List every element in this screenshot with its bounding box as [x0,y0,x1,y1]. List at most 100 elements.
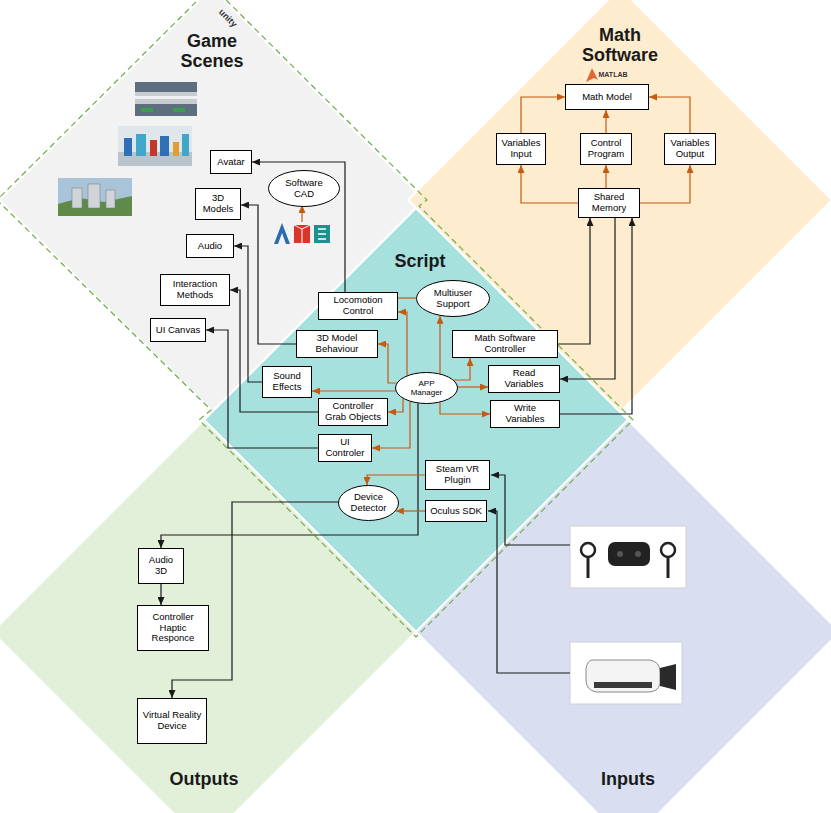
headset-band [594,682,652,688]
box-label: Steam VR Plugin [430,464,485,486]
box-label: Variables Output [669,138,711,160]
region-fill [0,420,416,813]
machine [150,140,157,156]
pipe-highlight [135,96,197,99]
process-box: Math Model [565,84,649,110]
box-label: Device Detector [346,492,391,514]
process-box: Variables Output [664,133,716,165]
process-box: Oculus SDK [425,500,487,522]
box-label: APP Manager [403,379,450,397]
screen-button [173,108,185,112]
box-label: Software CAD [276,178,332,200]
connector-arrow [398,297,416,298]
box-label: Controller Grab Objects [323,401,383,423]
connector-arrow [396,510,425,511]
ellipse-shape [417,281,490,317]
box-label: UI Controler [323,437,367,459]
box-label: 3D Models [200,193,236,215]
box-label: Interaction Methods [165,279,225,301]
process-ellipse: APP Manager [395,372,458,404]
controller [661,543,675,557]
process-box: Avatar [210,150,252,174]
box-label: Oculus SDK [430,506,482,517]
region-fill [0,0,424,412]
cad-logo-stripes [318,229,326,239]
process-box: 3D Models [195,188,241,220]
process-box: Shared Memory [578,188,640,218]
box-label: Avatar [217,157,244,168]
process-box: Controller Grab Objects [318,398,388,426]
box-label: UI Canvas [156,325,200,336]
cad-logo [294,225,310,243]
logo-text: MATLAB [598,71,627,78]
box-label: Virtual Reality Device [142,710,202,732]
headset-sensor [617,551,623,557]
ellipse-shape [396,373,458,404]
box-label: Multiuser Support [424,288,482,310]
photo-frame [570,642,682,704]
process-box: Control Program [580,133,632,165]
process-box: UI Canvas [150,318,206,342]
region-heading: Outputs [159,770,249,790]
box-label: Read Variables [493,368,555,390]
region-heading: Inputs [588,770,668,790]
box-label: Audio [198,241,222,252]
process-box: Math Software Controller [452,330,558,358]
process-box: Steam VR Plugin [425,460,490,490]
screenshot-plant [118,126,192,166]
process-box: Read Variables [488,365,560,393]
headset-strap [660,664,676,690]
headset [608,542,650,566]
box-label: Shared Memory [583,192,635,214]
headset [586,660,660,692]
process-box: Locomotion Control [318,292,398,320]
tank [106,190,115,208]
controller [581,543,595,557]
region-fill [408,0,831,412]
process-box: 3D Model Behaviour [296,330,378,358]
screenshot-pipes [135,82,197,116]
screen-button [141,108,153,112]
connector-arrow [605,165,606,188]
machine [124,138,132,156]
screenshot-frame [118,126,192,166]
connector-arrow [160,584,161,605]
process-box: Variables Input [496,133,546,165]
process-ellipse: Software CAD [268,170,340,207]
screenshot-tanks [58,178,132,216]
box-label: Controller Haptic Responce [142,612,204,645]
process-box: UI Controler [318,434,372,462]
screenshot-frame [135,82,197,116]
process-ellipse: Device Detector [338,485,399,521]
process-box: Write Variables [490,400,560,428]
box-label: 3D Model Behaviour [301,333,373,355]
process-box: Interaction Methods [160,274,230,306]
region-heading: Game Scenes [175,32,249,72]
box-label: Math Model [582,92,632,103]
ellipse-shape [269,171,340,207]
controller [667,557,670,578]
controller [587,557,590,578]
region-fill [416,420,831,813]
machine [136,134,146,156]
region-heading: Math Software [576,26,664,66]
ellipse-shape [339,486,399,521]
process-ellipse: Multiuser Support [416,280,490,317]
photo-frame [570,526,686,588]
connector-arrow [439,316,440,374]
cad-logo [314,225,330,243]
screenshot-frame [58,178,132,216]
machine [182,134,189,156]
pipe [135,92,197,104]
process-box: Audio [186,234,234,258]
connector-arrow [312,390,396,391]
connector-arrow [605,110,606,133]
headset-sensor [635,551,641,557]
machine [173,142,179,156]
box-label: Sound Effects [267,371,307,393]
tank [72,188,82,208]
process-box: Audio 3D [138,548,184,584]
box-label: Variables Input [501,138,541,160]
